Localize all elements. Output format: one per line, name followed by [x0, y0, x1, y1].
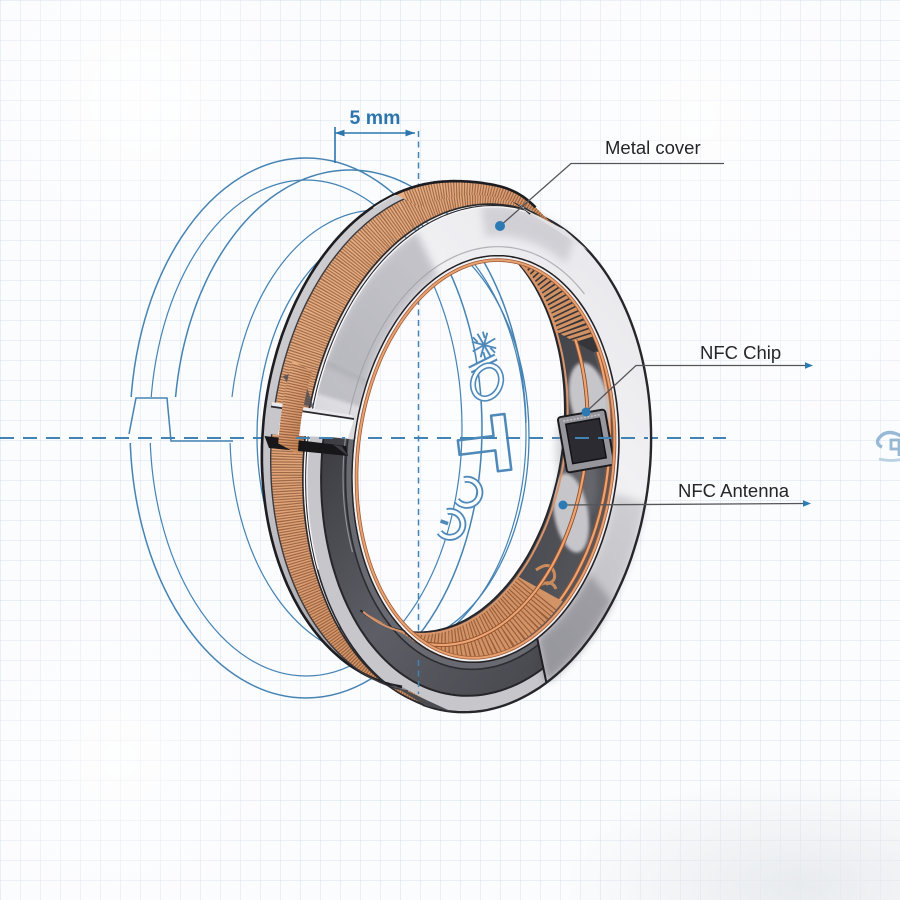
- svg-text:5 mm: 5 mm: [350, 107, 401, 129]
- svg-text:NFC Chip: NFC Chip: [700, 342, 781, 363]
- svg-text:Metal cover: Metal cover: [605, 137, 701, 158]
- svg-text:NFC Antenna: NFC Antenna: [678, 480, 790, 501]
